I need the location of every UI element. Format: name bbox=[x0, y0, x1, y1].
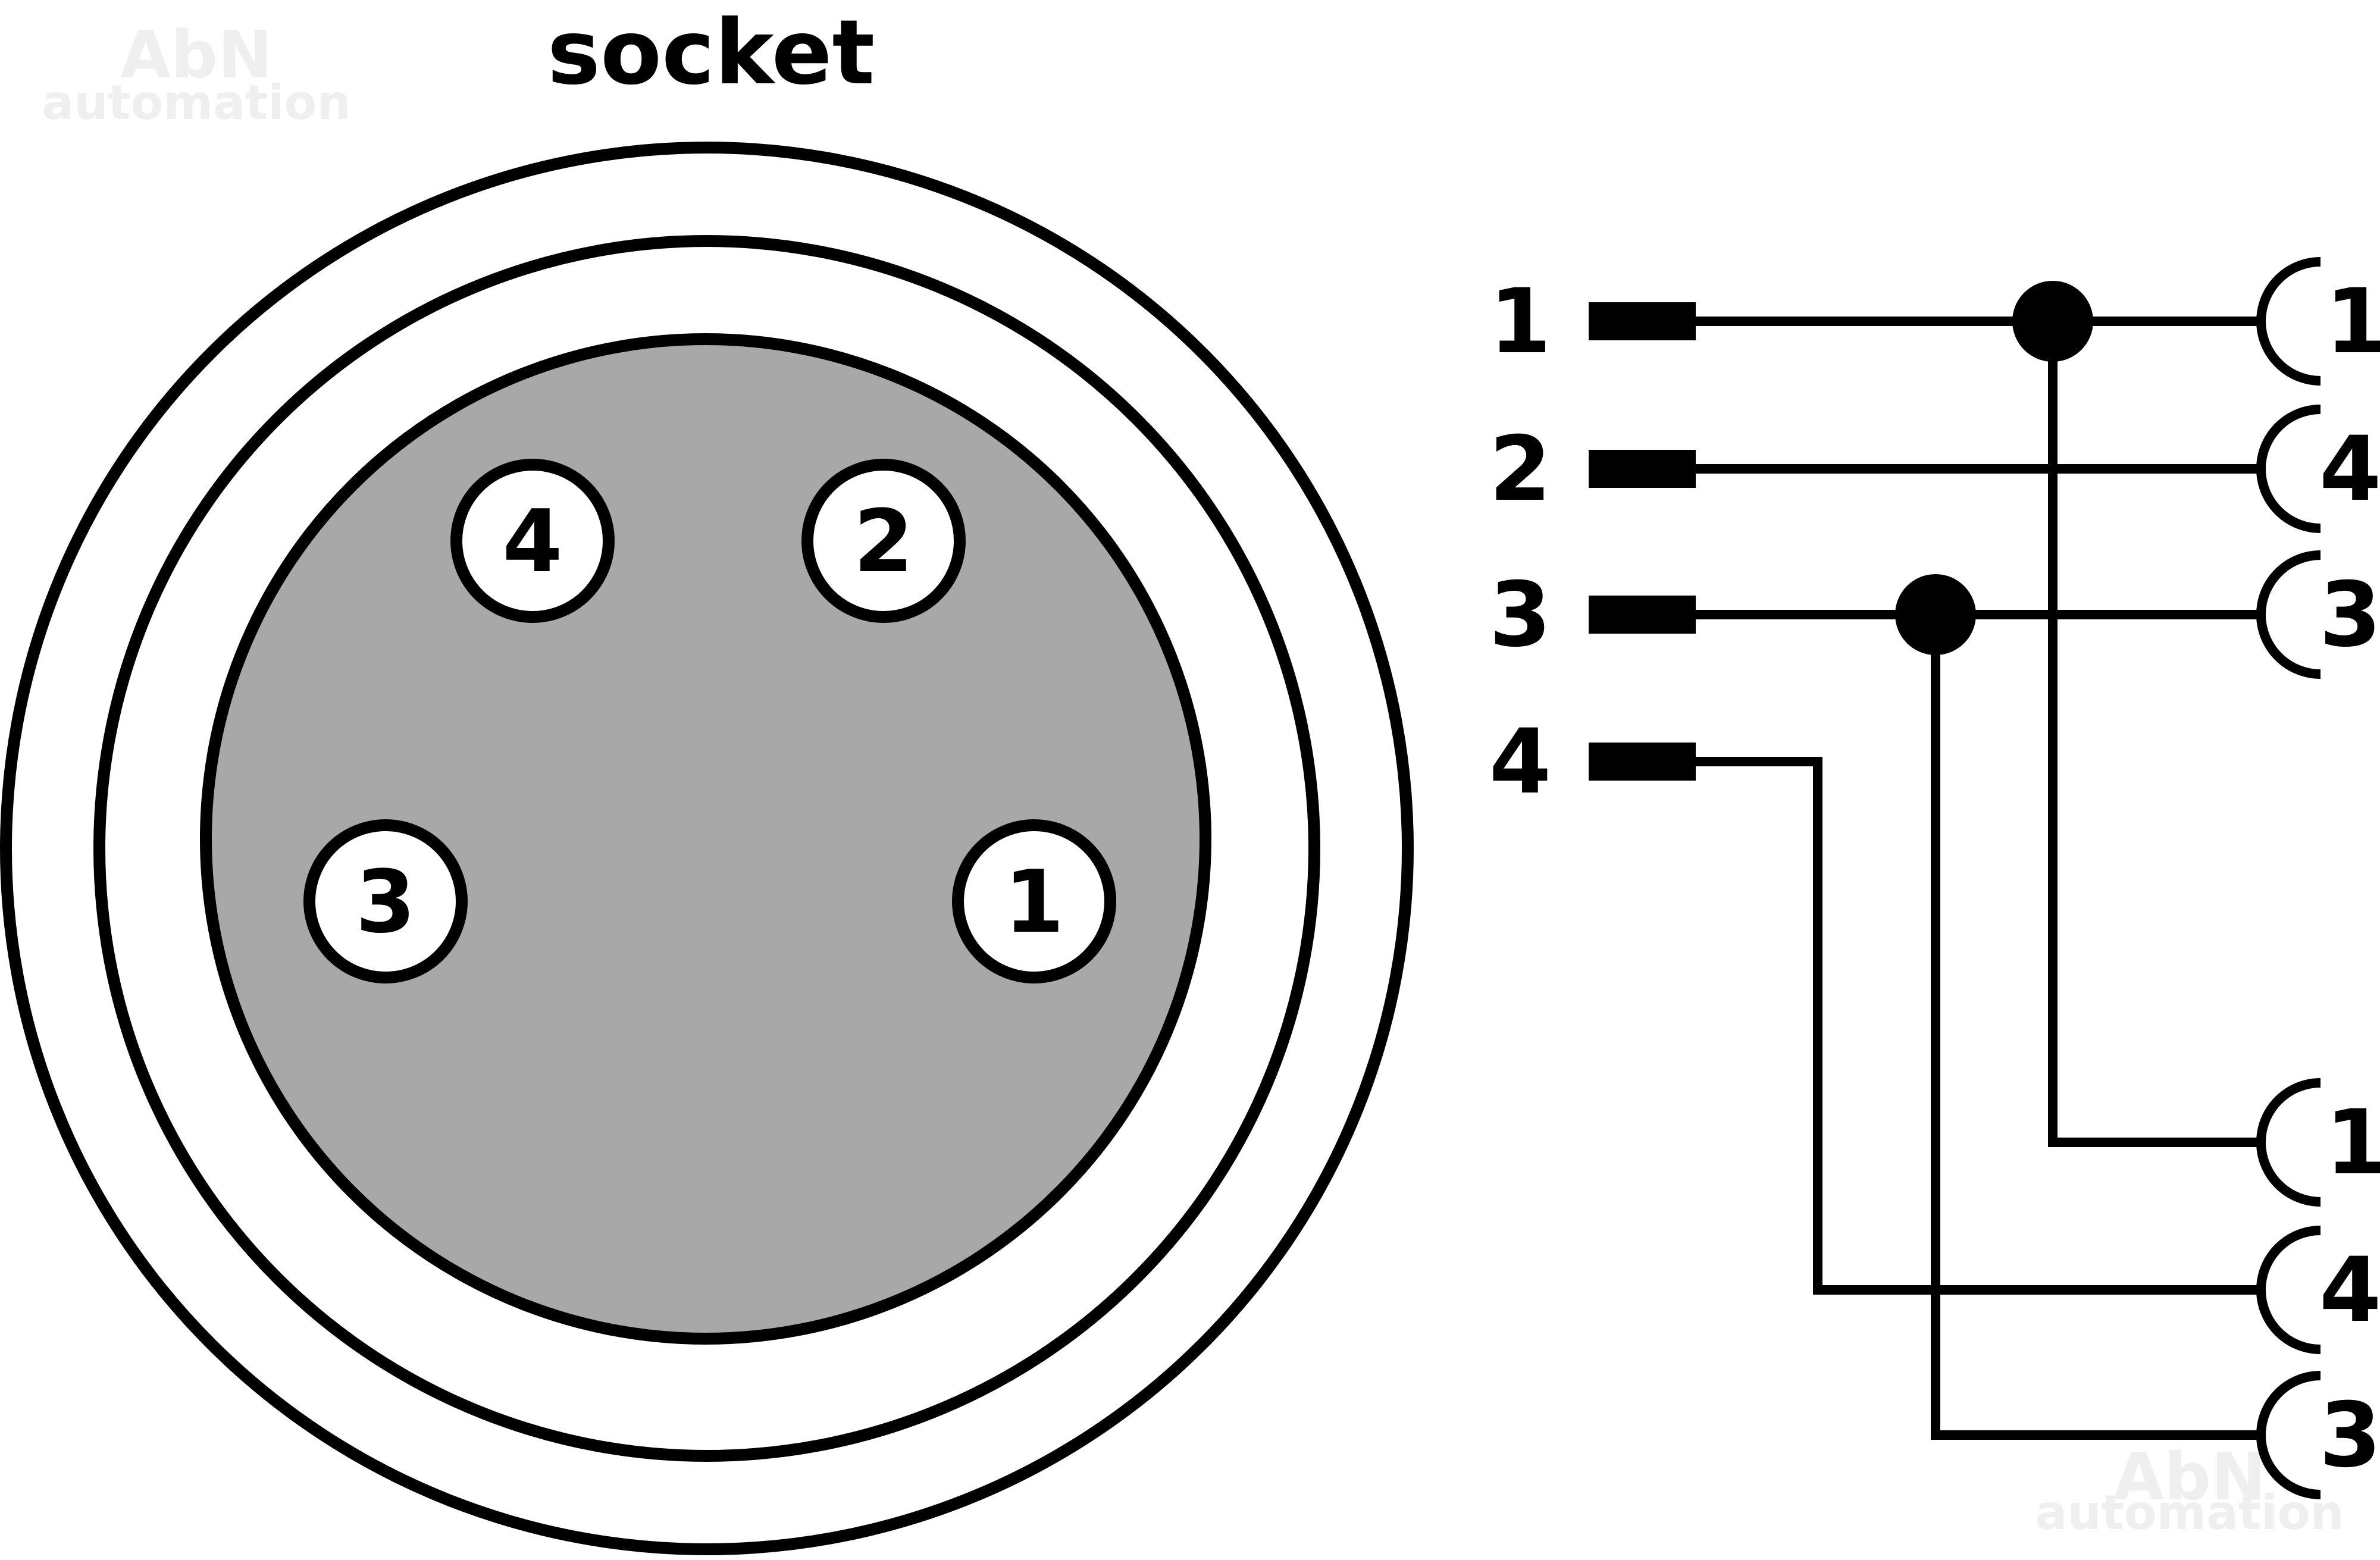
pin-label: 3 bbox=[356, 852, 416, 953]
input-label: 4 bbox=[1489, 710, 1551, 814]
wire-4 bbox=[1690, 757, 2258, 1295]
contact-insert bbox=[200, 333, 1211, 1345]
pin-contact bbox=[303, 819, 468, 983]
terminal-bar bbox=[1589, 596, 1696, 634]
junction-dot bbox=[1895, 574, 1976, 655]
output-labels: 1 4 3 1 4 3 bbox=[2319, 270, 2380, 1487]
socket-arc bbox=[2256, 257, 2321, 386]
wiring-schematic bbox=[1690, 317, 2258, 1440]
wire-3-bottom bbox=[1931, 615, 2258, 1440]
pin-4: 4 bbox=[450, 459, 615, 623]
watermark-subtext: automation bbox=[42, 75, 350, 130]
pin-label: 4 bbox=[503, 491, 563, 592]
connector-face: 4 2 3 1 bbox=[0, 142, 1414, 1555]
watermark-logo-text: AbN bbox=[120, 17, 273, 93]
socket-arc bbox=[2256, 405, 2321, 533]
output-sockets bbox=[2256, 257, 2321, 1499]
socket-arc bbox=[2256, 550, 2321, 679]
pin-contact bbox=[952, 819, 1116, 983]
watermark-top-left: AbN automation bbox=[42, 17, 350, 130]
output-label: 3 bbox=[2319, 563, 2380, 667]
wire-1-bottom bbox=[2048, 321, 2258, 1147]
socket-arc bbox=[2256, 1078, 2321, 1207]
input-terminals: 1 2 3 4 bbox=[1489, 270, 1696, 814]
watermark-bottom-right: AbN automation bbox=[2035, 1439, 2344, 1540]
terminal-bar bbox=[1589, 743, 1696, 781]
terminal-bar bbox=[1589, 450, 1696, 488]
input-label: 1 bbox=[1489, 270, 1551, 374]
pin-2: 2 bbox=[801, 459, 966, 623]
terminal-bar bbox=[1589, 302, 1696, 340]
socket-arc bbox=[2256, 1371, 2321, 1499]
pin-contact bbox=[450, 459, 615, 623]
output-label: 1 bbox=[2325, 270, 2380, 374]
pin-label: 2 bbox=[854, 491, 914, 592]
output-label: 1 bbox=[2325, 1091, 2380, 1195]
input-label: 2 bbox=[1489, 418, 1551, 521]
output-label: 4 bbox=[2319, 1239, 2380, 1342]
pin-1: 1 bbox=[952, 819, 1116, 983]
pin-3: 3 bbox=[303, 819, 468, 983]
watermark-logo-text: AbN bbox=[2113, 1439, 2266, 1515]
pin-label: 1 bbox=[1004, 852, 1064, 953]
watermark-subtext: automation bbox=[2035, 1485, 2344, 1540]
output-label: 4 bbox=[2319, 418, 2380, 521]
input-label: 3 bbox=[1489, 563, 1551, 667]
middle-ring bbox=[93, 235, 1320, 1462]
outer-ring bbox=[0, 142, 1414, 1555]
output-label: 3 bbox=[2319, 1384, 2380, 1487]
junction-dot bbox=[2012, 281, 2093, 362]
socket-arc bbox=[2256, 1226, 2321, 1354]
pin-contact bbox=[801, 459, 966, 623]
diagram-title: socket bbox=[547, 1, 875, 105]
